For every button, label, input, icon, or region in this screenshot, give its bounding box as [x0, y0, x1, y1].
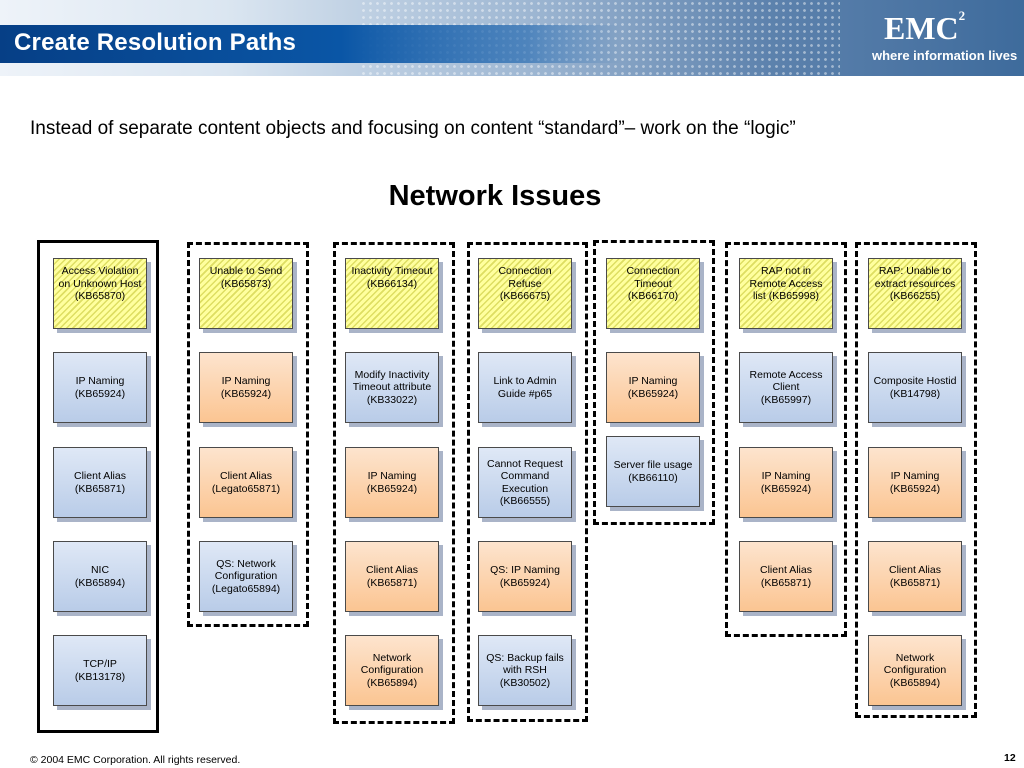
resolution-box: Client Alias (KB65871)	[53, 447, 147, 518]
resolution-box: IP Naming (KB65924)	[739, 447, 833, 518]
issue-box: RAP not in Remote Access list (KB65998)	[739, 258, 833, 329]
logo-text: EMC	[884, 10, 959, 46]
slide-header: Create Resolution Paths EMC2 where infor…	[0, 0, 1024, 76]
resolution-box: Link to Admin Guide #p65	[478, 352, 572, 423]
resolution-box: QS: IP Naming (KB65924)	[478, 541, 572, 612]
logo-superscript: 2	[958, 8, 966, 23]
resolution-box: Cannot Request Command Execution (KB6655…	[478, 447, 572, 518]
issue-box: Inactivity Timeout (KB66134)	[345, 258, 439, 329]
resolution-box: Client Alias (KB65871)	[345, 541, 439, 612]
resolution-box: Remote Access Client (KB65997)	[739, 352, 833, 423]
resolution-box: TCP/IP (KB13178)	[53, 635, 147, 706]
emc-logo: EMC2	[884, 8, 966, 47]
column-2-group	[187, 242, 309, 627]
resolution-box: Modify Inactivity Timeout attribute (KB3…	[345, 352, 439, 423]
resolution-box: Network Configuration (KB65894)	[868, 635, 962, 706]
resolution-box: QS: Network Configuration (Legato65894)	[199, 541, 293, 612]
resolution-box: Client Alias (Legato65871)	[199, 447, 293, 518]
column-1-group	[37, 240, 159, 733]
issue-box: RAP: Unable to extract resources (KB6625…	[868, 258, 962, 329]
page-number: 12	[1004, 752, 1016, 764]
resolution-box: IP Naming (KB65924)	[345, 447, 439, 518]
column-7-group	[855, 242, 977, 718]
resolution-box: IP Naming (KB65924)	[868, 447, 962, 518]
issue-box: Unable to Send (KB65873)	[199, 258, 293, 329]
column-5-group	[593, 240, 715, 525]
resolution-box: IP Naming (KB65924)	[199, 352, 293, 423]
resolution-box: Network Configuration (KB65894)	[345, 635, 439, 706]
resolution-box: Server file usage (KB66110)	[606, 436, 700, 507]
resolution-box: Client Alias (KB65871)	[739, 541, 833, 612]
resolution-box: IP Naming (KB65924)	[606, 352, 700, 423]
issue-box: Connection Timeout (KB66170)	[606, 258, 700, 329]
issue-box: Connection Refuse (KB66675)	[478, 258, 572, 329]
column-3-group	[333, 242, 455, 724]
resolution-box: IP Naming (KB65924)	[53, 352, 147, 423]
diagram-title: Network Issues	[388, 180, 602, 212]
column-6-group	[725, 242, 847, 637]
slide-title: Create Resolution Paths	[14, 29, 296, 56]
logo-tagline: where information lives	[872, 48, 1018, 63]
resolution-box: QS: Backup fails with RSH (KB30502)	[478, 635, 572, 706]
column-4-group	[467, 242, 588, 722]
copyright-footer: © 2004 EMC Corporation. All rights reser…	[30, 754, 241, 766]
resolution-box: NIC (KB65894)	[53, 541, 147, 612]
title-band	[0, 25, 620, 63]
slide-subtitle: Instead of separate content objects and …	[30, 118, 796, 139]
resolution-box: Composite Hostid (KB14798)	[868, 352, 962, 423]
issue-box: Access Violation on Unknown Host (KB6587…	[53, 258, 147, 329]
resolution-box: Client Alias (KB65871)	[868, 541, 962, 612]
